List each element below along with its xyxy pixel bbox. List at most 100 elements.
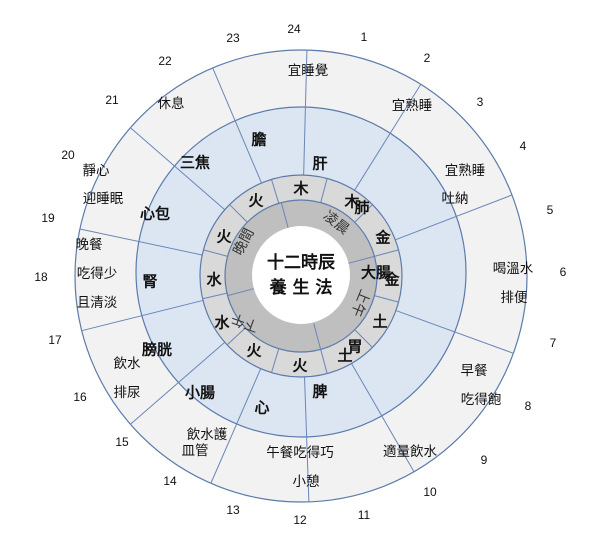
advice-text: 午餐吃得巧: [266, 444, 334, 461]
period-dividers: [227, 202, 375, 350]
advice-text: 小憩: [293, 473, 320, 490]
advice-text: 適量飲水: [383, 443, 437, 460]
divider-line: [203, 249, 228, 257]
hour-label: 8: [525, 399, 532, 413]
hour-label: 9: [481, 453, 488, 467]
advice-labels: 宜睡覺 宜熟睡 宜熟睡 吐納 喝溫水 排便 早餐 吃得飽 適量飲水 午餐吃得巧 …: [76, 63, 534, 490]
hour-label: 22: [158, 54, 172, 68]
divider-line: [320, 349, 328, 374]
advice-text: 吃得少: [77, 265, 118, 282]
organ-label: 大腸: [361, 264, 391, 282]
element-label: 火: [292, 357, 308, 375]
hour-label: 3: [477, 95, 484, 109]
hour-label: 6: [560, 265, 567, 279]
divider-line: [353, 84, 422, 192]
hour-label: 2: [424, 51, 431, 65]
hour-label: 17: [48, 333, 62, 347]
hour-label: 12: [293, 513, 307, 527]
hour-label: 14: [163, 474, 177, 488]
divider-line: [320, 178, 328, 203]
advice-text: 排便: [501, 290, 529, 306]
element-label: 金: [374, 229, 391, 247]
divider-line: [374, 249, 399, 257]
element-label: 火: [216, 228, 232, 246]
hour-label: 19: [41, 211, 55, 225]
advice-text: 晚餐: [76, 237, 103, 253]
divider-line: [303, 375, 310, 502]
center-title-line2: 養 生 法: [269, 277, 333, 298]
divider-line: [394, 309, 514, 354]
hour-label: 24: [287, 22, 301, 36]
advice-text: 飲水: [114, 356, 141, 372]
hour-label: 21: [105, 93, 119, 107]
organ-label: 心包: [140, 205, 170, 223]
organ-label: 膽: [251, 131, 266, 149]
divider-line: [226, 327, 246, 346]
element-label: 火: [246, 342, 262, 360]
center-title-line1: 十二時辰: [267, 252, 336, 273]
advice-text: 宜熟睡: [392, 98, 433, 114]
organ-label: 膀胱: [142, 341, 172, 359]
divider-line: [229, 204, 248, 223]
divider-line: [210, 367, 262, 484]
element-label: 土: [372, 313, 387, 331]
advice-text: 排尿: [114, 385, 141, 401]
advice-text: 皿管: [182, 443, 209, 459]
divider-line: [374, 295, 399, 303]
divider-line: [270, 348, 280, 373]
divider-line: [313, 323, 322, 350]
advice-text: 吐納: [442, 191, 469, 207]
organ-label: 三焦: [180, 154, 210, 172]
divider-line: [354, 204, 373, 223]
advice-text: 吃得飽: [461, 391, 502, 408]
element-label: 火: [248, 192, 264, 210]
divider-line: [81, 299, 205, 332]
divider-line: [202, 292, 228, 300]
element-label: 金: [383, 271, 400, 289]
divider-line: [350, 362, 415, 472]
hour-label: 20: [61, 148, 75, 162]
organ-label: 脾: [312, 383, 327, 401]
hour-label: 11: [358, 508, 371, 522]
organ-label: 心: [254, 399, 269, 417]
hour-label: 10: [423, 485, 437, 499]
divider-line: [280, 202, 289, 229]
advice-text: 早餐: [461, 363, 488, 379]
divider-line: [270, 179, 280, 204]
divider-line: [130, 341, 226, 425]
segment-dividers: [79, 50, 514, 502]
divider-line: [394, 194, 513, 241]
advice-text: 飲水護: [187, 427, 228, 443]
organ-label: 肝: [312, 155, 327, 173]
element-label: 土: [337, 347, 352, 365]
hour-label: 18: [34, 270, 48, 284]
element-label: 水: [214, 314, 230, 332]
hour-label: 23: [226, 31, 240, 45]
center-circle: [252, 226, 350, 324]
organ-labels: 膽 肝 肺 大腸 胃 脾 心 小腸 膀胱 腎 心包 三焦: [140, 131, 391, 417]
organ-label: 肺: [354, 199, 369, 217]
hour-label: 5: [547, 203, 554, 217]
hour-label: 7: [550, 336, 557, 350]
advice-text: 休息: [158, 95, 185, 112]
divider-line: [303, 50, 308, 177]
advice-text: 宜熟睡: [445, 163, 486, 179]
divider-line: [212, 67, 263, 185]
hour-labels: 24 1 2 3 4 5 6 7 8 9 10 11 12 13 14 15 1…: [34, 22, 566, 527]
element-label: 木: [292, 180, 309, 198]
divider-line: [227, 288, 254, 297]
organ-label: 胃: [347, 338, 362, 356]
divider-line: [130, 127, 226, 211]
element-label: 木: [343, 193, 360, 211]
advice-text: 靜心: [83, 163, 110, 179]
advice-text: 迎睡眠: [83, 191, 124, 207]
organ-label: 小腸: [185, 384, 215, 402]
advice-text: 宜睡覺: [288, 63, 329, 79]
element-dividers: [202, 178, 399, 374]
advice-text: 喝溫水: [493, 261, 534, 277]
advice-text: 且清淡: [77, 295, 118, 311]
element-labels: 木 木 金 金 土 土 火 火 水 水 火 火: [206, 180, 400, 375]
hour-label: 1: [361, 30, 368, 44]
element-label: 水: [206, 271, 222, 289]
